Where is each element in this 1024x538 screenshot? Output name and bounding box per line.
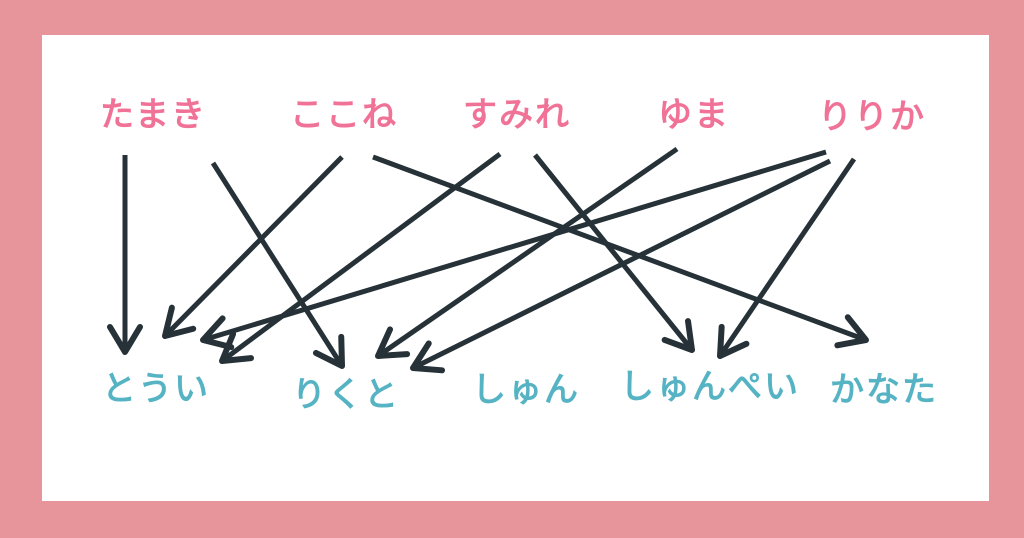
- bottom-name-shunpei: しゅんぺい: [620, 367, 800, 407]
- top-name-yuma: ゆま: [658, 95, 730, 135]
- arrow-ririka-rikuto: [410, 158, 832, 374]
- arrow-kokone-toui: [162, 155, 344, 339]
- arrow-ririka-shunpei: [717, 157, 857, 359]
- arrow-ririka-toui: [200, 149, 827, 351]
- top-name-kokone: ここね: [290, 95, 398, 135]
- bottom-name-kanata: かなた: [830, 370, 938, 410]
- top-name-tamaki: たまき: [100, 95, 207, 135]
- bottom-name-shun: しゅん: [472, 370, 580, 410]
- diagram-frame: [42, 35, 989, 501]
- top-name-sumire: すみれ: [463, 95, 571, 135]
- bottom-name-rikuto: りくと: [292, 375, 400, 415]
- arrow-sumire-shunpei: [533, 153, 695, 353]
- bottom-name-toui: とうい: [102, 369, 210, 409]
- arrow-sumire-toui: [219, 151, 502, 364]
- arrow-yuma-rikuto: [375, 146, 679, 359]
- arrow-tamaki-rikuto: [210, 161, 345, 369]
- top-name-ririka: りりか: [818, 97, 926, 137]
